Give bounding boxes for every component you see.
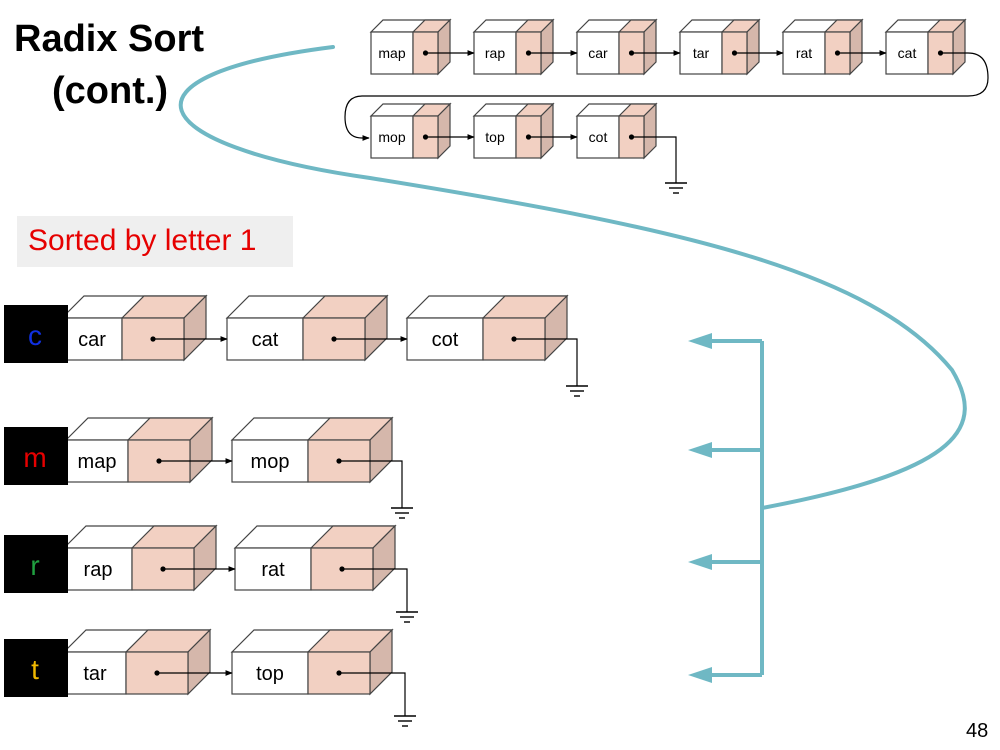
null-ground-icon xyxy=(631,136,687,194)
bucket-label-box xyxy=(4,305,68,363)
node-word-cell xyxy=(61,317,123,361)
list-node: car xyxy=(60,294,208,362)
null-link xyxy=(339,460,403,508)
node-word: cot xyxy=(432,329,459,351)
node-word: cot xyxy=(589,129,608,145)
node-word: tar xyxy=(83,663,107,685)
list-node: rat xyxy=(233,524,397,592)
null-ground-icon xyxy=(514,338,588,397)
node-word: rap xyxy=(84,559,113,581)
node-word: mop xyxy=(378,129,405,145)
subtitle-box xyxy=(17,216,293,267)
node-word: car xyxy=(588,45,608,61)
slide-title-line2: (cont.) xyxy=(52,70,169,112)
node-word: tar xyxy=(693,45,710,61)
null-link xyxy=(342,568,408,612)
bucket-letter: t xyxy=(31,654,39,685)
bucket-label-box xyxy=(4,427,68,485)
null-link xyxy=(339,672,406,716)
page-number: 48 xyxy=(966,720,989,742)
node-word: top xyxy=(485,129,505,145)
list-node: map xyxy=(64,416,214,484)
list-node: rap xyxy=(62,524,218,592)
node-word-cell xyxy=(370,115,414,159)
node-word-cell xyxy=(234,547,312,591)
list-node: car xyxy=(575,18,658,76)
bucket-letter: c xyxy=(28,320,42,351)
list-node: rat xyxy=(781,18,864,76)
bucket-label: r xyxy=(4,535,68,593)
node-word: cat xyxy=(252,329,279,351)
distribution-curve xyxy=(178,45,967,683)
node-word: rat xyxy=(796,45,812,61)
bucket-arrow-head xyxy=(688,554,712,570)
subtitle: Sorted by letter 1 xyxy=(28,224,257,257)
list-node: rap xyxy=(472,18,555,76)
node-word: rap xyxy=(485,45,505,61)
node-word-cell xyxy=(63,547,133,591)
node-word-cell xyxy=(370,31,414,75)
null-ground-icon xyxy=(339,672,416,727)
list-node: map xyxy=(369,18,452,76)
node-word: car xyxy=(78,329,106,351)
node-word: map xyxy=(78,451,117,473)
null-ground-icon xyxy=(339,460,413,519)
null-link xyxy=(631,136,677,183)
bucket-label: t xyxy=(4,639,68,697)
node-word-cell xyxy=(231,439,309,483)
list-node: cot xyxy=(575,102,658,160)
list-node: mop xyxy=(369,102,452,160)
node-word: map xyxy=(378,45,405,61)
node-word-cell xyxy=(576,31,620,75)
bucket-label: c xyxy=(4,305,68,363)
list-node: cot xyxy=(405,294,569,362)
node-word: top xyxy=(256,663,284,685)
bucket-arrow-head xyxy=(688,442,712,458)
list-node: cat xyxy=(225,294,389,362)
bucket-label: m xyxy=(4,427,68,485)
node-word: cat xyxy=(898,45,917,61)
list-node: top xyxy=(230,628,394,696)
bucket-letter: m xyxy=(23,442,46,473)
bucket-arrow-head xyxy=(688,667,712,683)
list-node: tar xyxy=(62,628,212,696)
node-word-cell xyxy=(226,317,304,361)
list-node: cat xyxy=(884,18,967,76)
node-word: mop xyxy=(251,451,290,473)
bucket-arrow-head xyxy=(688,333,712,349)
list-node: tar xyxy=(678,18,761,76)
wrap-link-arrow xyxy=(344,52,989,141)
null-ground-icon xyxy=(342,568,418,623)
curve-path xyxy=(178,45,967,510)
node-word-cell xyxy=(63,651,127,695)
slide-title-line1: Radix Sort xyxy=(14,18,205,60)
node-word: rat xyxy=(261,559,285,581)
bucket-letter: r xyxy=(30,550,39,581)
list-node: top xyxy=(472,102,555,160)
bucket-label-box xyxy=(4,639,68,697)
null-link xyxy=(514,338,578,386)
bucket-label-box xyxy=(4,535,68,593)
list-node: mop xyxy=(230,416,394,484)
